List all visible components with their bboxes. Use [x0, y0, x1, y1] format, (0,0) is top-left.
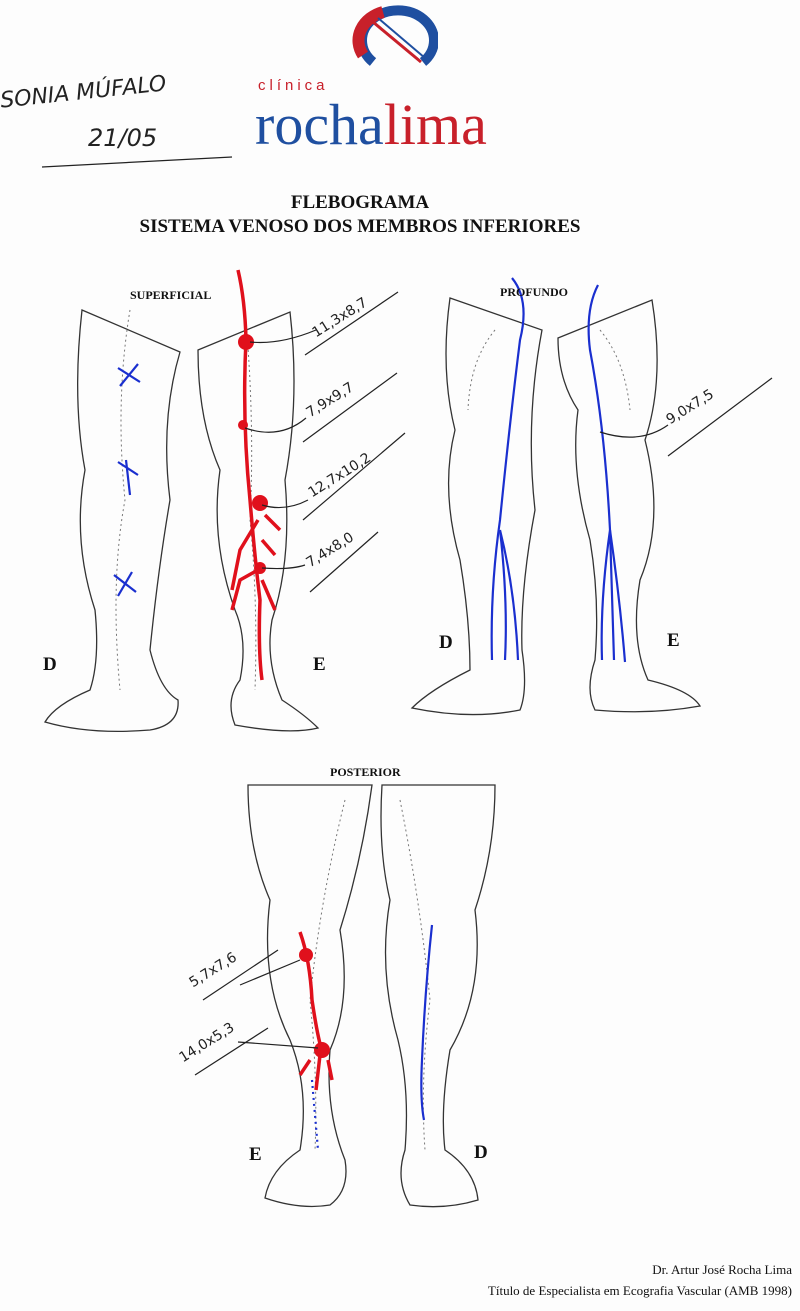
vein-guides [115, 309, 631, 1151]
clinic-logo-emblem [343, 2, 438, 76]
profundo-left-leg-label: E [667, 630, 680, 651]
doctor-name: Dr. Artur José Rocha Lima [652, 1262, 792, 1277]
posterior-varicose-veins [298, 931, 334, 1091]
superficial-right-leg-label: D [43, 654, 57, 675]
label-superficial: SUPERFICIAL [130, 288, 212, 302]
title-line1: FLEBOGRAMA [290, 192, 430, 213]
label-profundo: PROFUNDO [500, 285, 568, 299]
clinic-logo-wordmark: rochalima [255, 96, 487, 154]
logo-part-lima: lima [383, 92, 487, 157]
posterior-right-leg-label: D [474, 1142, 488, 1163]
title-line2: SISTEMA VENOSO DOS MEMBROS INFERIORES [139, 216, 581, 237]
superficial-left-leg-label: E [313, 654, 326, 675]
posterior-left-leg-label: E [249, 1144, 262, 1165]
profundo-right-leg-label: D [439, 632, 453, 653]
measurement-pointers [41, 156, 773, 1076]
logo-part-rocha: rocha [255, 92, 384, 157]
deep-veins [310, 277, 627, 1151]
exam-date: 21/05 [88, 124, 158, 152]
superficial-varicose-veins [230, 269, 282, 681]
doctor-credential: Título de Especialista em Ecografia Vasc… [487, 1283, 792, 1298]
marked-perforators [113, 363, 141, 597]
label-posterior: POSTERIOR [330, 765, 401, 779]
logo-emblem-icon [352, 5, 438, 66]
aneurysmal-dilations [238, 334, 330, 1058]
leg-outlines [44, 297, 702, 1208]
logo-small-text: clínica [258, 77, 329, 94]
